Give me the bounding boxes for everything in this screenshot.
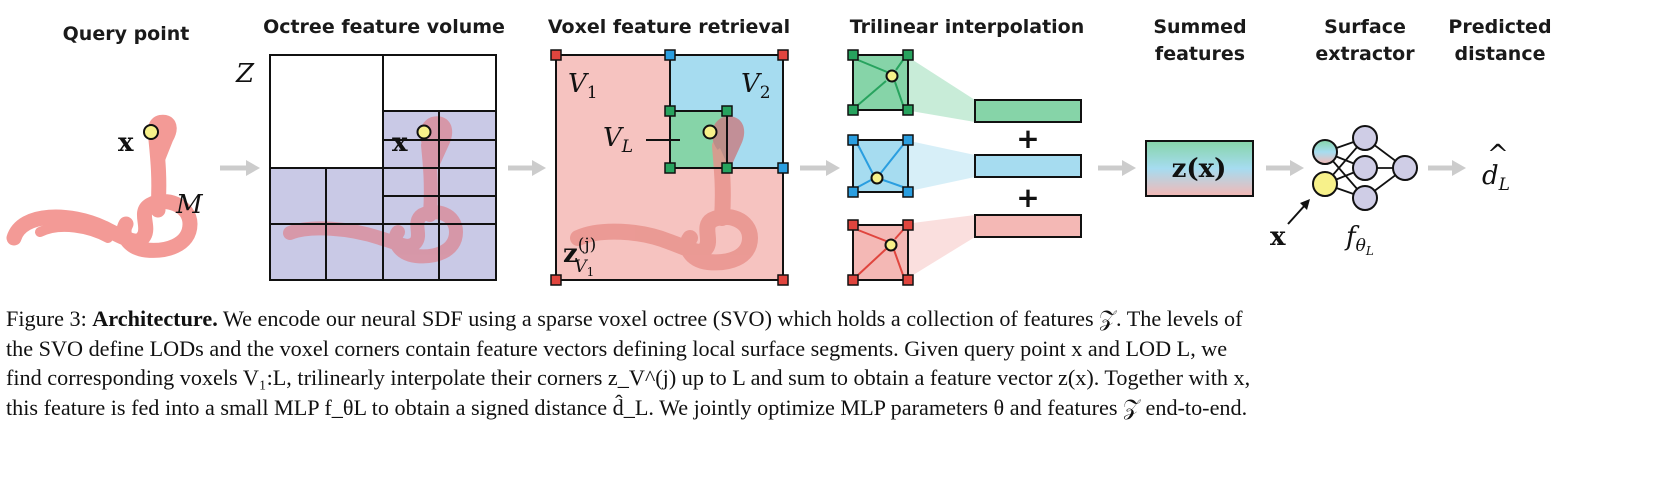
octree-panel: Z x (235, 54, 497, 281)
caption-line-1: Figure 3: Architecture. We encode our ne… (6, 304, 1658, 334)
flow-arrow-1-head (246, 160, 260, 176)
label-d: dL (1482, 161, 1510, 195)
label-V1: V1 (568, 69, 598, 103)
trilinear-panel: + + (847, 49, 1082, 286)
flow-arrow-5-head (1290, 160, 1304, 176)
flow-arrow-6-head (1452, 160, 1466, 176)
octree-query-point (416, 124, 432, 140)
snake-body (6, 132, 198, 258)
caption-bold-title: Architecture. (92, 306, 218, 331)
architecture-diagram: Query point Octree feature volume Voxel … (6, 16, 1552, 286)
mlp-hidden-node-3 (1352, 185, 1378, 211)
feature-bar-red (974, 214, 1082, 238)
feature-bar-green (974, 99, 1082, 123)
mlp-network: x fθL (1270, 125, 1418, 258)
flow-arrow-4-head (1122, 160, 1136, 176)
query-point-marker (143, 124, 159, 140)
snake-tail (35, 221, 113, 243)
flow-arrow-3-head (826, 160, 840, 176)
caption-figure-label: Figure 3: (6, 306, 87, 331)
voxel-retrieval-panel: V1 V2 VL z(j)V1 (550, 49, 789, 286)
label-summed-feature: z(x) (1172, 154, 1227, 184)
mlp-hidden-node-2 (1352, 155, 1378, 181)
header-query-point: Query point (63, 23, 190, 45)
summed-feature-box (1145, 140, 1254, 197)
label-d-hat: ^ (1487, 140, 1509, 170)
caption-text-1: We encode our neural SDF using a sparse … (222, 306, 1243, 331)
mlp-hidden-node-1 (1352, 125, 1378, 151)
label-V2: V2 (741, 69, 771, 103)
label-manifold: M (175, 190, 204, 220)
label-mlp-f: fθL (1344, 222, 1374, 258)
header-summed-line2: features (1155, 43, 1245, 65)
header-predicted-line2: distance (1454, 43, 1545, 65)
predicted-distance: ^ dL (1482, 140, 1510, 195)
plus-sign-1: + (1016, 122, 1039, 155)
flow-arrow-2-head (532, 160, 546, 176)
label-VL: VL (603, 123, 633, 157)
figure-caption: Figure 3: Architecture. We encode our ne… (6, 304, 1658, 422)
plus-sign-2: + (1016, 181, 1039, 214)
label-x-mlp: x (1270, 222, 1286, 252)
octree-snake (283, 116, 464, 264)
mlp-input-x-node (1312, 171, 1338, 197)
voxel-snake (570, 116, 759, 271)
header-summed-line1: Summed (1153, 16, 1246, 38)
mlp-input-feature-node (1312, 139, 1338, 165)
caption-line-4: this feature is fed into a small MLP f_θ… (6, 394, 1248, 420)
header-extractor-line2: extractor (1315, 43, 1415, 65)
feature-bar-blue (974, 154, 1082, 178)
mlp-output-node (1392, 155, 1418, 181)
header-extractor-line1: Surface (1324, 16, 1406, 38)
caption-line-2: the SVO define LODs and the voxel corner… (6, 335, 1228, 361)
voxel-query-point (702, 124, 718, 140)
header-predicted-line1: Predicted (1448, 16, 1551, 38)
x-input-arrow (1287, 203, 1307, 225)
label-feature-set-Z: Z (235, 59, 255, 89)
label-x-query: x (118, 128, 134, 158)
header-voxel-feature-retrieval: Voxel feature retrieval (548, 16, 790, 38)
label-x-octree: x (392, 128, 408, 158)
snake-query-panel: x M (6, 114, 204, 258)
label-corner-feature: z(j)V1 (563, 235, 596, 279)
header-trilinear-interpolation: Trilinear interpolation (850, 16, 1085, 38)
header-octree-feature-volume: Octree feature volume (263, 16, 505, 38)
caption-line-3: find corresponding voxels V₁:L, trilinea… (6, 365, 1251, 390)
